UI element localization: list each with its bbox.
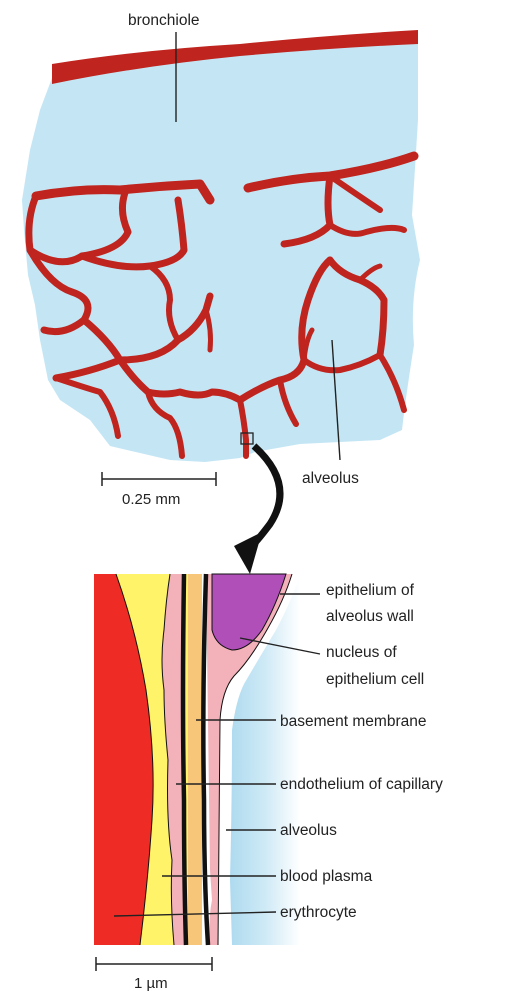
label-epithelium-wall-2: alveolus wall	[326, 608, 414, 625]
bronchiole-label: bronchiole	[128, 12, 200, 29]
alveolus-label-top: alveolus	[302, 470, 359, 487]
label-blood-plasma: blood plasma	[280, 868, 373, 885]
detail-dark-line-left	[183, 574, 186, 945]
alveolar-air-region	[22, 38, 420, 462]
label-nucleus-2: epithelium cell	[326, 671, 424, 688]
magnify-arrow	[234, 446, 280, 574]
label-nucleus-1: nucleus of	[326, 644, 397, 661]
scale-bar-bottom-label: 1 µm	[134, 975, 168, 991]
label-epithelium-wall-1: epithelium of	[326, 582, 415, 599]
label-basement-membrane: basement membrane	[280, 713, 426, 730]
label-erythrocyte: erythrocyte	[280, 904, 357, 921]
scale-bar-top-label: 0.25 mm	[122, 491, 180, 508]
scale-bar-top	[102, 472, 216, 486]
label-alveolus-detail: alveolus	[280, 822, 337, 839]
lung-section: bronchiole alveolus 0.25 mm	[22, 12, 420, 508]
detail-view: epithelium of alveolus wall nucleus of e…	[94, 574, 443, 991]
label-endothelium: endothelium of capillary	[280, 776, 443, 793]
scale-bar-bottom	[96, 957, 212, 971]
detail-basement-membrane	[188, 574, 202, 945]
